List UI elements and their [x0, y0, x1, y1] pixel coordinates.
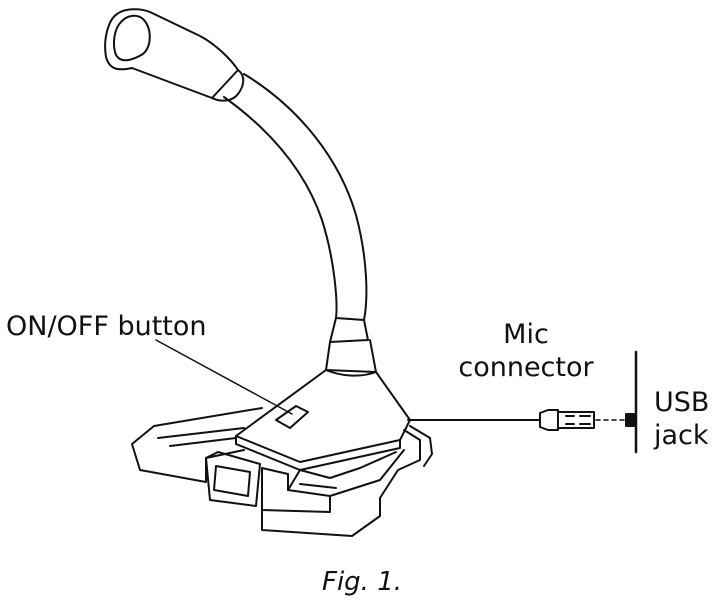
mic-connector-label: Mic connector	[456, 318, 596, 384]
onoff-leader-line	[155, 339, 293, 415]
mic-connector-label-line1: Mic	[503, 319, 549, 350]
on-off-button-label: ON/OFF button	[6, 311, 207, 342]
usb-jack-label-line1: USB	[654, 387, 710, 418]
mic-head	[104, 8, 245, 102]
figure-caption: Fig. 1.	[321, 567, 403, 597]
usb-cable	[407, 350, 638, 454]
mic-base	[131, 369, 433, 537]
usb-jack-label: USB jack	[654, 386, 709, 452]
on-off-button	[275, 405, 309, 429]
gooseneck	[223, 73, 377, 373]
usb-jack-label-line2: jack	[654, 420, 709, 451]
mic-connector-label-line2: connector	[458, 352, 594, 383]
